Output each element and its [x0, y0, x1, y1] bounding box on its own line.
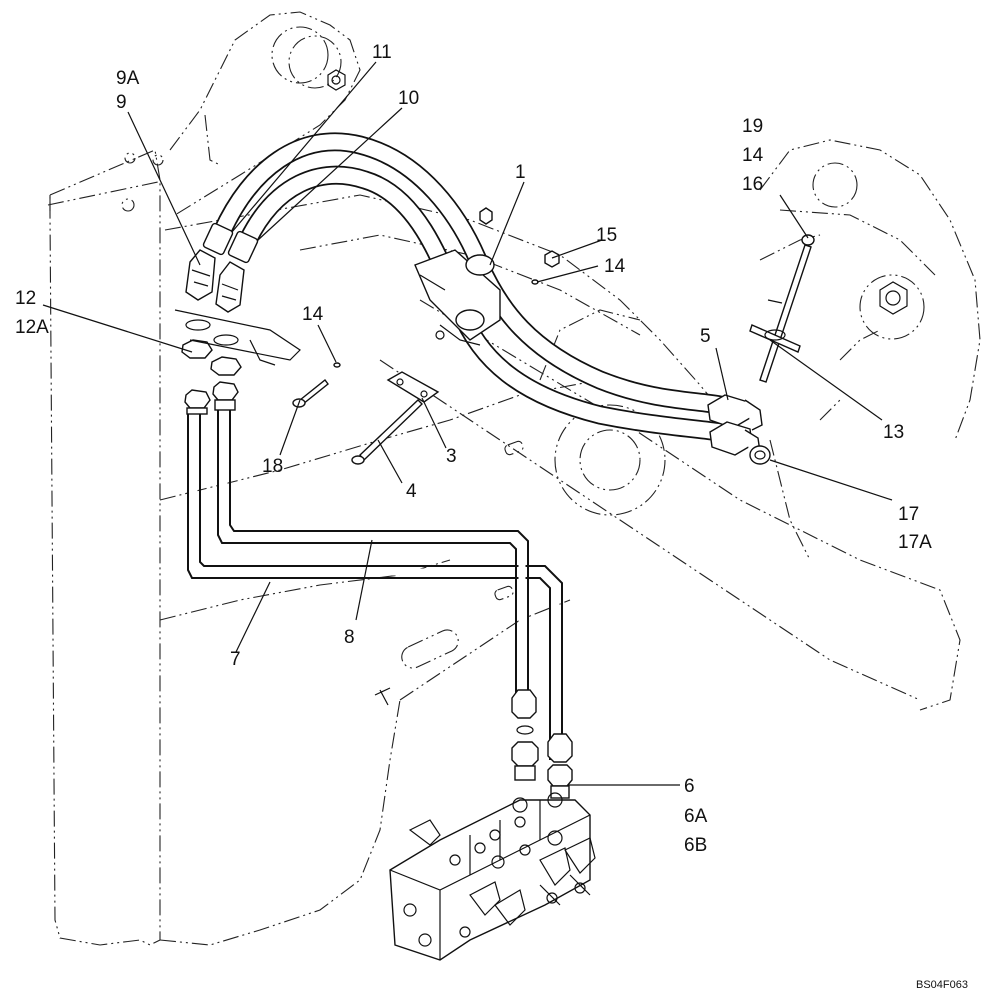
- bolt-18: [292, 379, 329, 408]
- pin-16: [759, 234, 815, 383]
- callout-4: 4: [406, 481, 417, 502]
- elbow-fitting-17: [749, 445, 771, 465]
- callout-3: 3: [446, 446, 457, 467]
- control-valve-block: [389, 792, 596, 961]
- callout-15: 15: [596, 225, 617, 246]
- callout-18: 18: [262, 456, 283, 477]
- tube-7: [187, 410, 563, 760]
- tube-8: [217, 410, 529, 700]
- callout-14-top: 14: [742, 145, 764, 166]
- tube-nuts-lower: [511, 689, 573, 763]
- callout-8: 8: [344, 627, 355, 648]
- callout-12: 12: [15, 288, 36, 309]
- callout-11: 11: [372, 42, 392, 63]
- callout-7: 7: [230, 649, 241, 670]
- small-hardware: [333, 207, 560, 368]
- elbow-fittings-9: [185, 222, 259, 313]
- callout-19: 19: [742, 116, 763, 137]
- figure-code: BS04F063: [916, 979, 968, 991]
- callout-16: 16: [742, 174, 763, 195]
- callout-labels: 9A 9 11 10 1 19 14 16 15 14 12 12A 14 5 …: [15, 42, 932, 856]
- callout-9: 9: [116, 92, 127, 113]
- callout-12A: 12A: [15, 317, 49, 338]
- leader-lines: [42, 61, 893, 786]
- callout-1: 1: [515, 162, 526, 183]
- hose-end-fittings-5: [707, 394, 763, 457]
- callout-6A: 6A: [684, 806, 708, 827]
- callout-17: 17: [898, 504, 919, 525]
- callout-9A: 9A: [116, 68, 140, 89]
- callout-6: 6: [684, 776, 695, 797]
- adapters-6: [511, 725, 573, 799]
- callout-5: 5: [700, 326, 711, 347]
- bracket-plate: [174, 309, 301, 366]
- callout-6B: 6B: [684, 835, 707, 856]
- clamp-plate-3: [386, 371, 440, 403]
- callout-17A: 17A: [898, 532, 932, 553]
- nuts-and-orings-12: [181, 319, 242, 415]
- retainer-13: [749, 299, 801, 353]
- callout-13: 13: [883, 422, 904, 443]
- bolt-4: [351, 399, 423, 465]
- callout-14-left: 14: [302, 304, 324, 325]
- hose-clamp-assembly-1: [414, 249, 501, 346]
- frame-hardware: [327, 69, 908, 706]
- callout-10: 10: [398, 88, 419, 109]
- callout-14-mid: 14: [604, 256, 626, 277]
